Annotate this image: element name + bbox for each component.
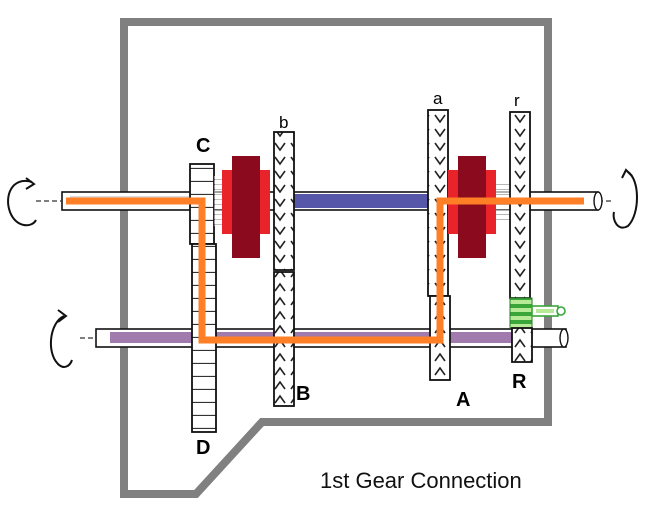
label-gear-b-large: B	[296, 383, 310, 405]
output-rotation-arrow-icon	[612, 168, 638, 229]
gear-r-large	[511, 327, 533, 363]
gear-r-small	[509, 111, 531, 299]
label-gear-a-large: A	[456, 389, 470, 411]
input-rotation-arrow-icon	[7, 177, 37, 227]
label-gear-r-large: R	[512, 371, 527, 393]
label-gear-c: C	[196, 135, 210, 157]
power-flow-path	[66, 197, 584, 344]
label-gear-b-small: b	[279, 113, 288, 132]
label-gear-a-small: a	[433, 89, 443, 108]
gear-b-small	[273, 131, 295, 271]
diagram-caption: 1st Gear Connection	[320, 468, 522, 493]
synchronizer-1	[214, 156, 270, 258]
counter-rotation-arrow-icon	[49, 309, 73, 368]
label-gear-d: D	[196, 437, 210, 459]
label-gear-r-small: r	[514, 91, 520, 110]
